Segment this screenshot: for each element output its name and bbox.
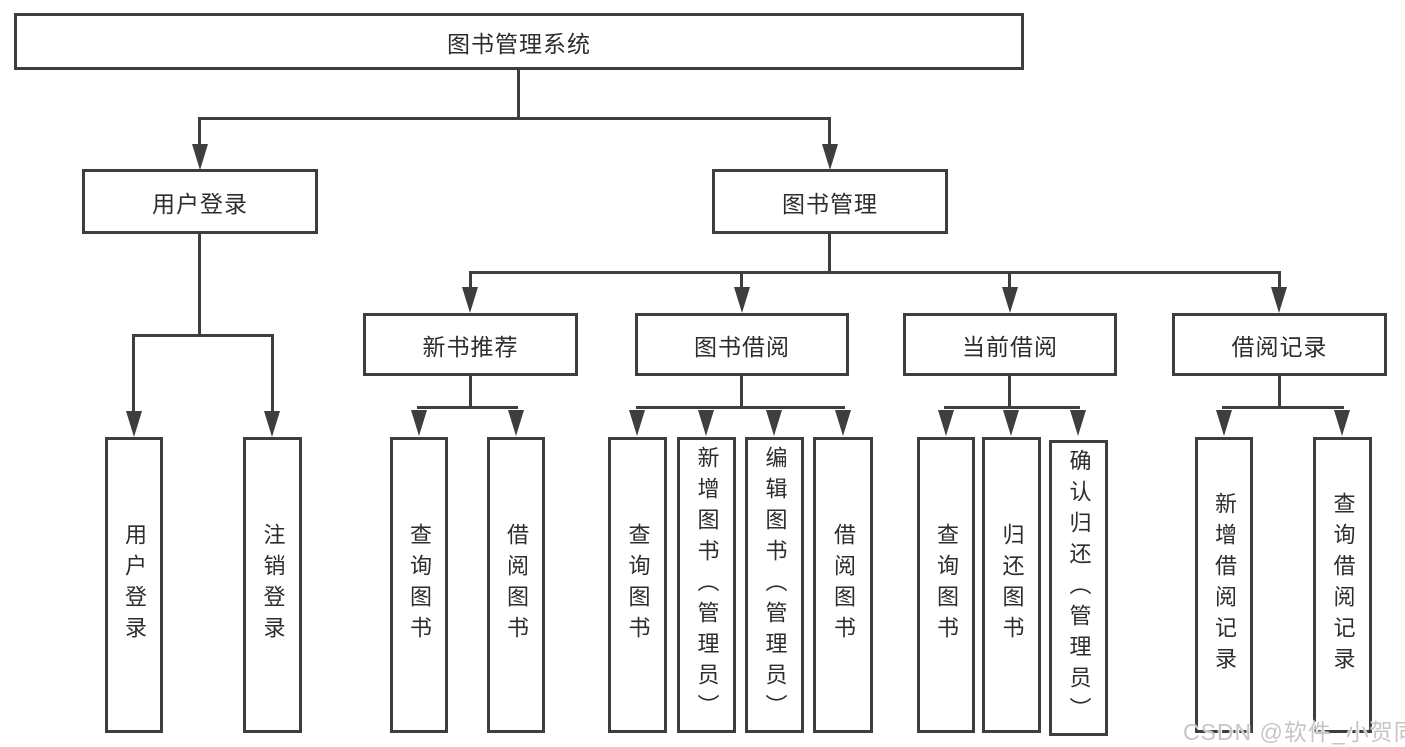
connector-line <box>740 375 743 409</box>
connector-arrow <box>1334 410 1350 436</box>
connector-arrow <box>698 410 714 436</box>
leaf-logout-login: 注销登录 <box>243 437 302 733</box>
leaf-add-books-admin: 新增图书（管理员） <box>677 437 736 733</box>
connector-line <box>469 271 472 293</box>
node-user-login: 用户登录 <box>82 169 318 234</box>
connector-arrow <box>1271 287 1287 313</box>
connector-arrow <box>411 410 427 436</box>
connector-arrow <box>264 411 280 437</box>
connector-arrow <box>508 410 524 436</box>
node-borrow-records: 借阅记录 <box>1172 313 1387 376</box>
connector-line <box>417 406 518 409</box>
connector-arrow <box>835 410 851 436</box>
connector-line <box>1278 375 1281 409</box>
connector-arrow <box>822 144 838 170</box>
leaf-borrow-books-recommend: 借阅图书 <box>487 437 545 733</box>
connector-line <box>517 69 520 119</box>
connector-arrow <box>629 410 645 436</box>
connector-arrow <box>192 144 208 170</box>
node-current-borrow: 当前借阅 <box>903 313 1117 376</box>
leaf-query-books-current: 查询图书 <box>917 437 975 733</box>
connector-line <box>132 334 135 413</box>
connector-arrow <box>1216 410 1232 436</box>
connector-line <box>1008 271 1011 293</box>
leaf-borrow-books: 借阅图书 <box>813 437 873 733</box>
connector-line <box>198 234 201 336</box>
leaf-confirm-return-admin: 确认归还（管理员） <box>1049 440 1108 736</box>
connector-arrow <box>734 287 750 313</box>
leaf-query-books-borrow: 查询图书 <box>608 437 667 733</box>
connector-line <box>1278 271 1281 293</box>
connector-arrow <box>1003 410 1019 436</box>
connector-line <box>469 375 472 409</box>
connector-line <box>1222 406 1344 409</box>
node-book-management: 图书管理 <box>712 169 948 234</box>
leaf-query-books-recommend: 查询图书 <box>390 437 448 733</box>
connector-line <box>1008 375 1011 409</box>
connector-arrow <box>126 411 142 437</box>
connector-line <box>271 334 274 413</box>
connector-arrow <box>766 410 782 436</box>
leaf-query-borrow-record: 查询借阅记录 <box>1313 437 1372 733</box>
leaf-user-login: 用户登录 <box>105 437 163 733</box>
connector-line <box>828 117 831 148</box>
connector-line <box>469 271 1281 274</box>
connector-line <box>740 271 743 293</box>
connector-arrow <box>938 410 954 436</box>
connector-line <box>944 406 1080 409</box>
watermark: CSDN @软件_小贺同学 <box>1183 719 1405 745</box>
connector-line <box>132 334 274 337</box>
node-root: 图书管理系统 <box>14 13 1024 70</box>
connector-line <box>198 117 831 120</box>
connector-line <box>198 117 201 148</box>
leaf-edit-books-admin: 编辑图书（管理员） <box>745 437 804 733</box>
connector-line <box>828 234 831 274</box>
connector-line <box>636 406 845 409</box>
node-new-book-recommend: 新书推荐 <box>363 313 578 376</box>
leaf-add-borrow-record: 新增借阅记录 <box>1195 437 1253 733</box>
leaf-return-books: 归还图书 <box>982 437 1041 733</box>
connector-arrow <box>462 287 478 313</box>
node-book-borrow: 图书借阅 <box>635 313 849 376</box>
connector-arrow <box>1002 287 1018 313</box>
connector-arrow <box>1070 410 1086 436</box>
